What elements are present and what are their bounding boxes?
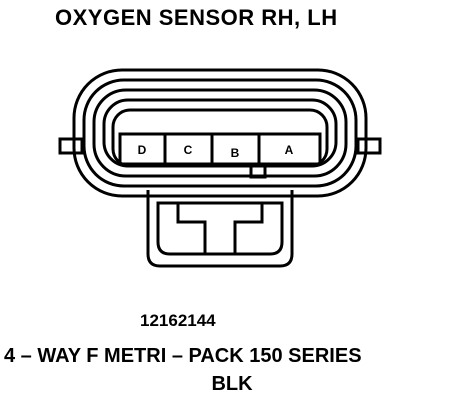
pin-label-b: B [231, 146, 240, 160]
diagram-title: OXYGEN SENSOR RH, LH [55, 5, 338, 30]
connector-shell-ring-3 [92, 88, 348, 178]
pin-cavity-a [257, 132, 322, 166]
latch-t [176, 203, 264, 256]
latch-housing-inner [156, 201, 284, 256]
connector-inner-face [111, 108, 329, 168]
connector-diagram: D C B A [58, 68, 382, 268]
right-locking-tab [356, 137, 382, 155]
connector-outer-shell [72, 68, 368, 198]
left-locking-tab [58, 137, 84, 155]
pin-label-c: C [184, 143, 193, 157]
latch-housing [146, 190, 294, 268]
connector-description: 4 – WAY F METRI – PACK 150 SERIES [4, 345, 362, 367]
pin-label-d: D [138, 143, 147, 157]
polarizing-key [249, 162, 267, 179]
connector-color: BLK [211, 373, 253, 395]
part-number: 12162144 [140, 311, 216, 330]
connector-shell-ring-2 [82, 78, 358, 188]
pin-label-a: A [285, 143, 294, 157]
